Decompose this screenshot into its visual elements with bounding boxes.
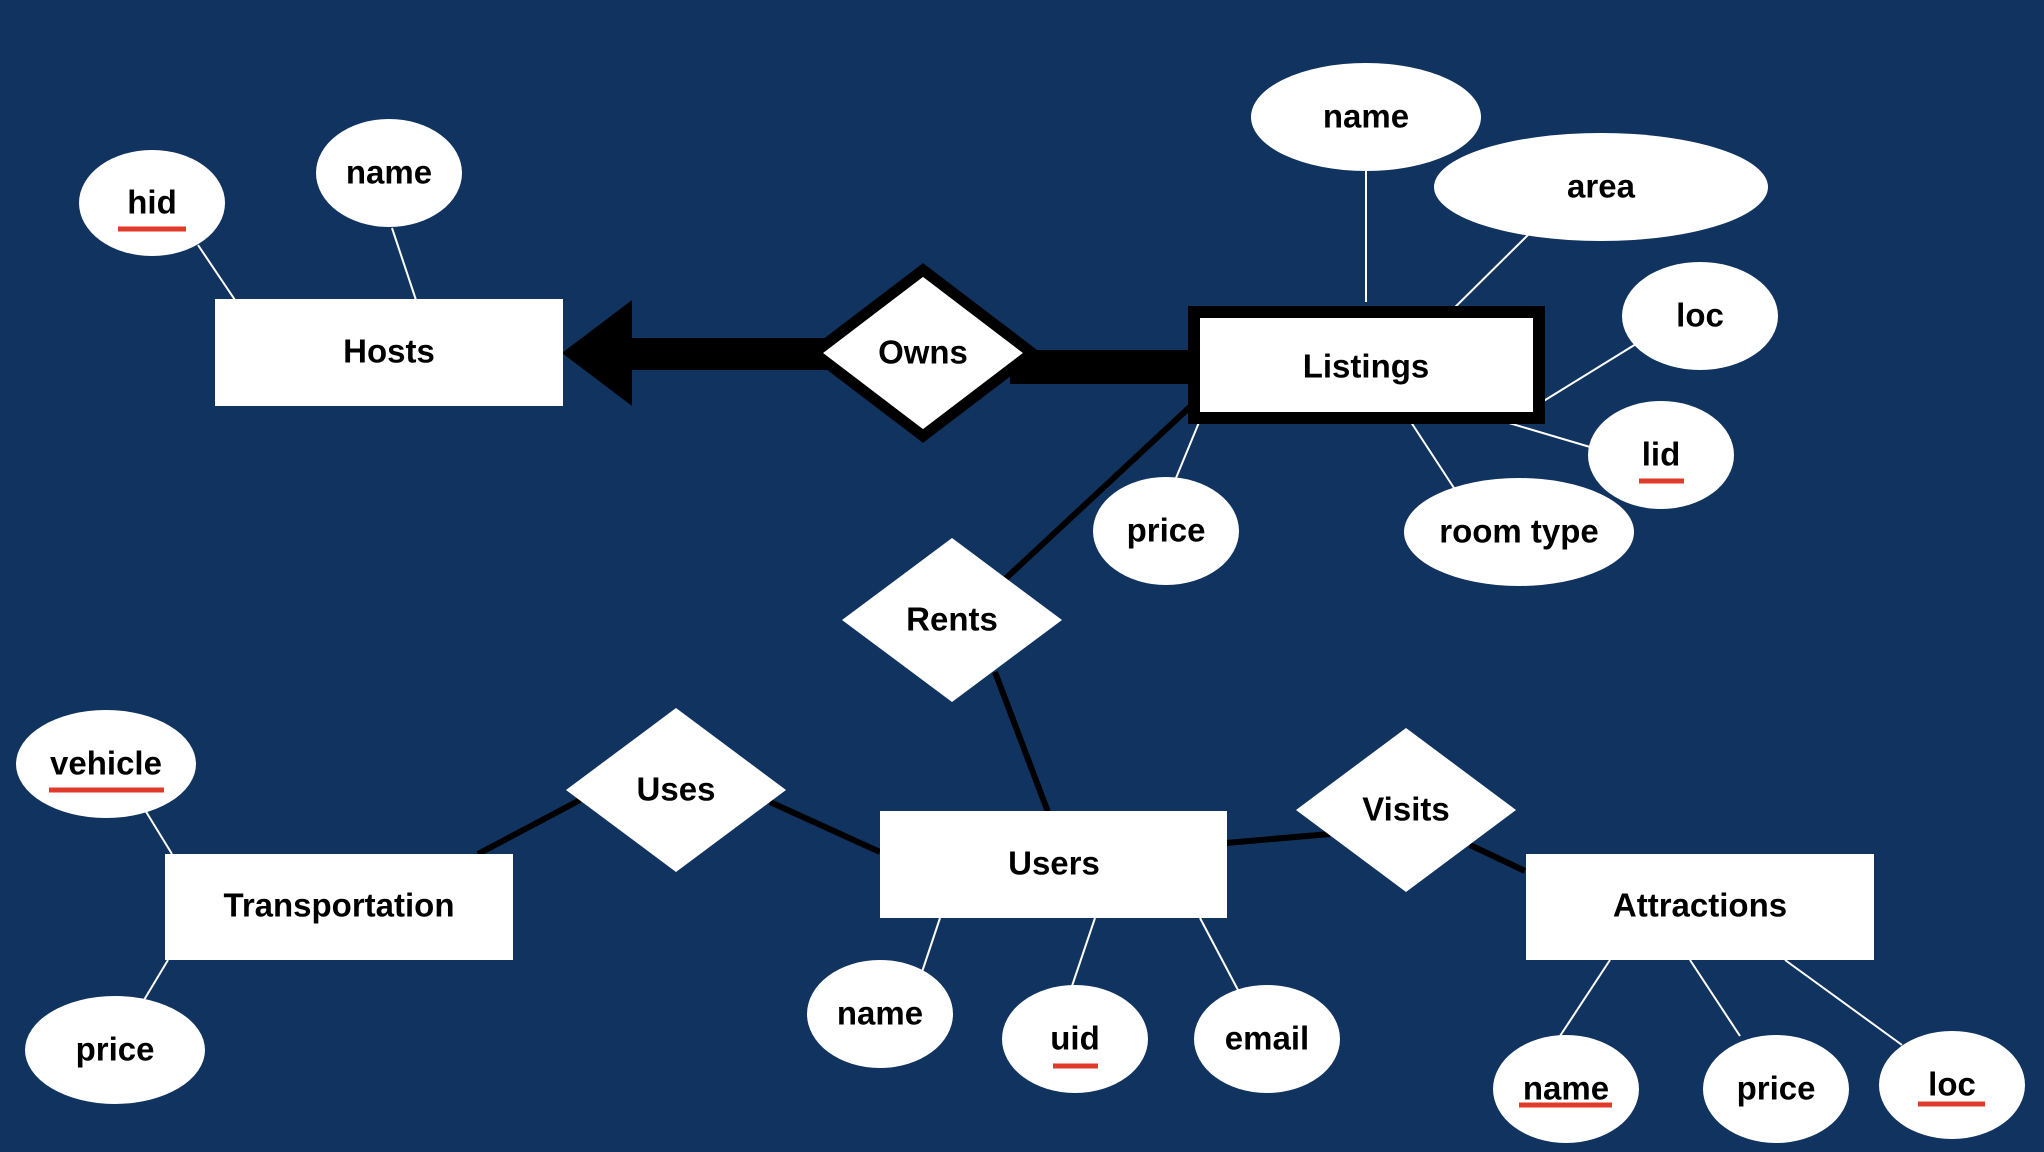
link-visits-attractions — [1468, 842, 1527, 874]
attribute-listings-loc-label: loc — [1676, 297, 1724, 334]
relationship-owns-label: Owns — [878, 334, 968, 371]
attribute-listings-area[interactable]: area — [1434, 133, 1768, 241]
attribute-listings-lid[interactable]: lid — [1588, 401, 1734, 509]
attribute-hosts-name[interactable]: name — [316, 119, 462, 227]
attribute-users-name-label: name — [837, 995, 923, 1032]
relationship-uses-label: Uses — [637, 771, 716, 808]
link-hosts-hid — [197, 244, 236, 301]
link-users-uid — [1071, 917, 1096, 987]
attribute-trans-price-label: price — [76, 1031, 155, 1068]
attribute-hosts-hid[interactable]: hid — [79, 150, 225, 256]
attribute-trans-vehicle-label: vehicle — [50, 745, 162, 782]
entity-attractions[interactable]: Attractions — [1526, 854, 1874, 960]
entity-attractions-label: Attractions — [1613, 887, 1787, 924]
connectors — [143, 170, 1903, 1046]
entity-users[interactable]: Users — [880, 811, 1227, 918]
entity-hosts[interactable]: Hosts — [215, 299, 563, 406]
entity-transportation[interactable]: Transportation — [165, 854, 513, 960]
link-listings-loc — [1541, 343, 1637, 403]
attribute-users-uid[interactable]: uid — [1002, 985, 1148, 1093]
link-rents-users — [992, 670, 1051, 814]
attribute-hosts-name-label: name — [346, 154, 432, 191]
link-trans-price — [143, 959, 169, 1001]
attribute-trans-price[interactable]: price — [25, 996, 205, 1104]
attribute-listings-price[interactable]: price — [1093, 477, 1239, 585]
attribute-listings-roomtype-label: room type — [1439, 513, 1599, 550]
entity-transportation-label: Transportation — [223, 887, 454, 924]
relationship-visits[interactable]: Visits — [1296, 728, 1516, 892]
attribute-trans-vehicle[interactable]: vehicle — [16, 710, 196, 818]
relationship-uses[interactable]: Uses — [566, 708, 786, 872]
link-visits-users — [1225, 831, 1331, 846]
attribute-listings-roomtype[interactable]: room type — [1404, 478, 1634, 586]
relationship-owns[interactable]: Owns — [804, 263, 1042, 443]
attribute-listings-area-label: area — [1567, 168, 1636, 205]
attribute-attr-loc-label: loc — [1928, 1066, 1976, 1103]
link-owns-listings-thick — [1010, 350, 1200, 384]
entity-listings[interactable]: Listings — [1188, 306, 1545, 424]
link-users-email — [1199, 917, 1239, 991]
link-owns-hosts-thick — [630, 338, 828, 370]
link-uses-users — [768, 799, 882, 855]
attribute-listings-loc[interactable]: loc — [1622, 262, 1778, 370]
attribute-listings-price-label: price — [1127, 512, 1206, 549]
attribute-hosts-hid-label: hid — [127, 184, 176, 221]
relationship-rents-label: Rents — [906, 601, 998, 638]
relationship-visits-label: Visits — [1362, 791, 1449, 828]
entity-users-label: Users — [1008, 845, 1100, 882]
link-attr-name — [1559, 959, 1611, 1037]
link-users-name — [921, 917, 941, 973]
attribute-listings-lid-label: lid — [1642, 436, 1681, 473]
attribute-attr-loc[interactable]: loc — [1879, 1031, 2025, 1139]
link-uses-transportation — [476, 797, 582, 857]
link-rents-listings — [999, 402, 1195, 585]
entity-listings-label: Listings — [1303, 348, 1430, 385]
attribute-listings-name-label: name — [1323, 98, 1409, 135]
attribute-users-email[interactable]: email — [1194, 985, 1340, 1093]
attribute-attr-name[interactable]: name — [1493, 1035, 1639, 1143]
attribute-listings-name[interactable]: name — [1251, 63, 1481, 171]
attribute-users-email-label: email — [1225, 1020, 1309, 1057]
attribute-users-uid-label: uid — [1050, 1020, 1099, 1057]
owns-arrowhead-icon — [562, 300, 632, 406]
link-attr-price — [1689, 959, 1741, 1037]
link-trans-vehicle — [144, 809, 173, 855]
link-listings-roomtype — [1404, 412, 1455, 489]
link-attr-loc — [1784, 959, 1903, 1046]
attribute-attr-name-label: name — [1523, 1070, 1609, 1107]
attribute-users-name[interactable]: name — [807, 960, 953, 1068]
attribute-attr-price-label: price — [1737, 1070, 1816, 1107]
link-hosts-name — [391, 227, 417, 301]
attribute-attr-price[interactable]: price — [1703, 1035, 1849, 1143]
link-listings-price — [1175, 419, 1201, 479]
relationship-rents[interactable]: Rents — [842, 538, 1062, 702]
entity-hosts-label: Hosts — [343, 333, 435, 370]
